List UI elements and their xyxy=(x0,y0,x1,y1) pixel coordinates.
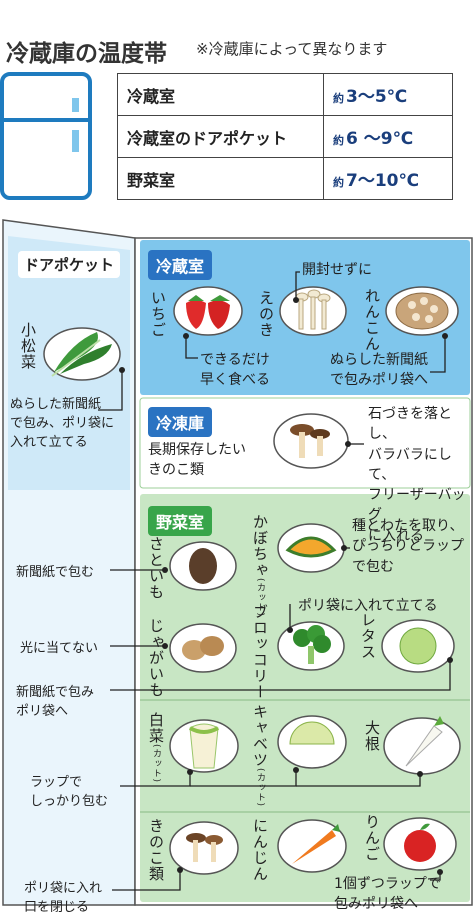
fridge-section-tag: 冷蔵室 xyxy=(148,250,213,280)
door-pocket-label: ドアポケット xyxy=(18,251,121,278)
eat-early-note: できるだけ早く食べる xyxy=(200,352,270,389)
lettuce-label: レタス xyxy=(359,612,377,660)
strawberry-icon xyxy=(173,286,243,336)
pumpkin-note: 種とわたを取り、ぴっちりとラップで包む xyxy=(352,518,464,575)
carrot-label: にんじん xyxy=(251,818,269,882)
page-title: 冷蔵庫の温度帯 xyxy=(6,41,167,67)
napa-label: 白菜(カット) xyxy=(147,712,165,784)
no-light-note: 光に当てない xyxy=(20,641,99,656)
newspaper-bag-note: 新聞紙で包みポリ袋へ xyxy=(16,685,95,719)
cabbage-label: キャベツ(カット) xyxy=(251,704,269,808)
broccoli-label: ブロッコリー xyxy=(251,604,269,700)
potato-label: じゃがいも xyxy=(147,618,165,698)
mushrooms-icon xyxy=(169,821,239,875)
apple-icon xyxy=(383,817,457,871)
daikon-label: 大根 xyxy=(363,720,381,752)
potato-icon xyxy=(169,623,237,673)
fridge-icon xyxy=(0,72,92,200)
lotus-root-icon xyxy=(385,286,459,336)
newspaper-wrap-note: 新聞紙で包む xyxy=(16,565,95,580)
bag-close-note: ポリ袋に入れ口を閉じる xyxy=(24,881,103,915)
lotus-wrap-note: ぬらした新聞紙で包みポリ袋へ xyxy=(330,352,428,389)
mushroom-icon xyxy=(273,413,349,469)
mushrooms-label: きのこ類 xyxy=(147,818,165,882)
broccoli-note: ポリ袋に入れて立てる xyxy=(298,598,438,614)
napa-cabbage-icon xyxy=(169,719,239,773)
freezer-note: 石づきを落とし、バラバラにして、フリーザーバッグに入れる xyxy=(368,406,466,544)
broccoli-icon xyxy=(277,621,345,671)
enoki-label: えのき xyxy=(257,290,275,338)
enoki-icon xyxy=(279,286,347,336)
apple-label: りんご xyxy=(363,814,381,862)
apple-note: 1個ずつラップで包みポリ袋へ xyxy=(334,876,441,913)
freezer-description: 長期保存したいきのこ類 xyxy=(148,442,246,479)
taro-icon xyxy=(169,541,237,591)
strawberry-label: いちご xyxy=(149,290,167,338)
vegetable-section-tag: 野菜室 xyxy=(148,506,213,536)
pumpkin-icon xyxy=(277,523,345,573)
zone-label: 冷蔵室のドアポケット xyxy=(117,115,324,158)
komatsuna-note: ぬらした新聞紙で包み、ポリ袋に入れて立てる xyxy=(10,397,115,450)
komatsuna-label: 小松菜 xyxy=(19,322,37,370)
cabbage-icon xyxy=(277,715,347,769)
carrot-icon xyxy=(277,819,347,873)
lettuce-icon xyxy=(381,619,455,673)
freezer-section-tag: 冷凍庫 xyxy=(148,407,213,437)
zone-label: 野菜室 xyxy=(117,157,324,200)
wrap-tight-note: ラップでしっかり包む xyxy=(30,775,109,809)
pumpkin-label: かぼちゃ(カット) xyxy=(251,514,269,618)
daikon-icon xyxy=(383,716,461,775)
lotus-label: れんこん xyxy=(363,288,381,352)
taro-label: さといも xyxy=(147,536,165,600)
komatsuna-icon xyxy=(43,327,121,381)
unopened-note: 開封せずに xyxy=(302,262,372,278)
title-note: ※冷蔵庫によって異なります xyxy=(196,40,388,58)
